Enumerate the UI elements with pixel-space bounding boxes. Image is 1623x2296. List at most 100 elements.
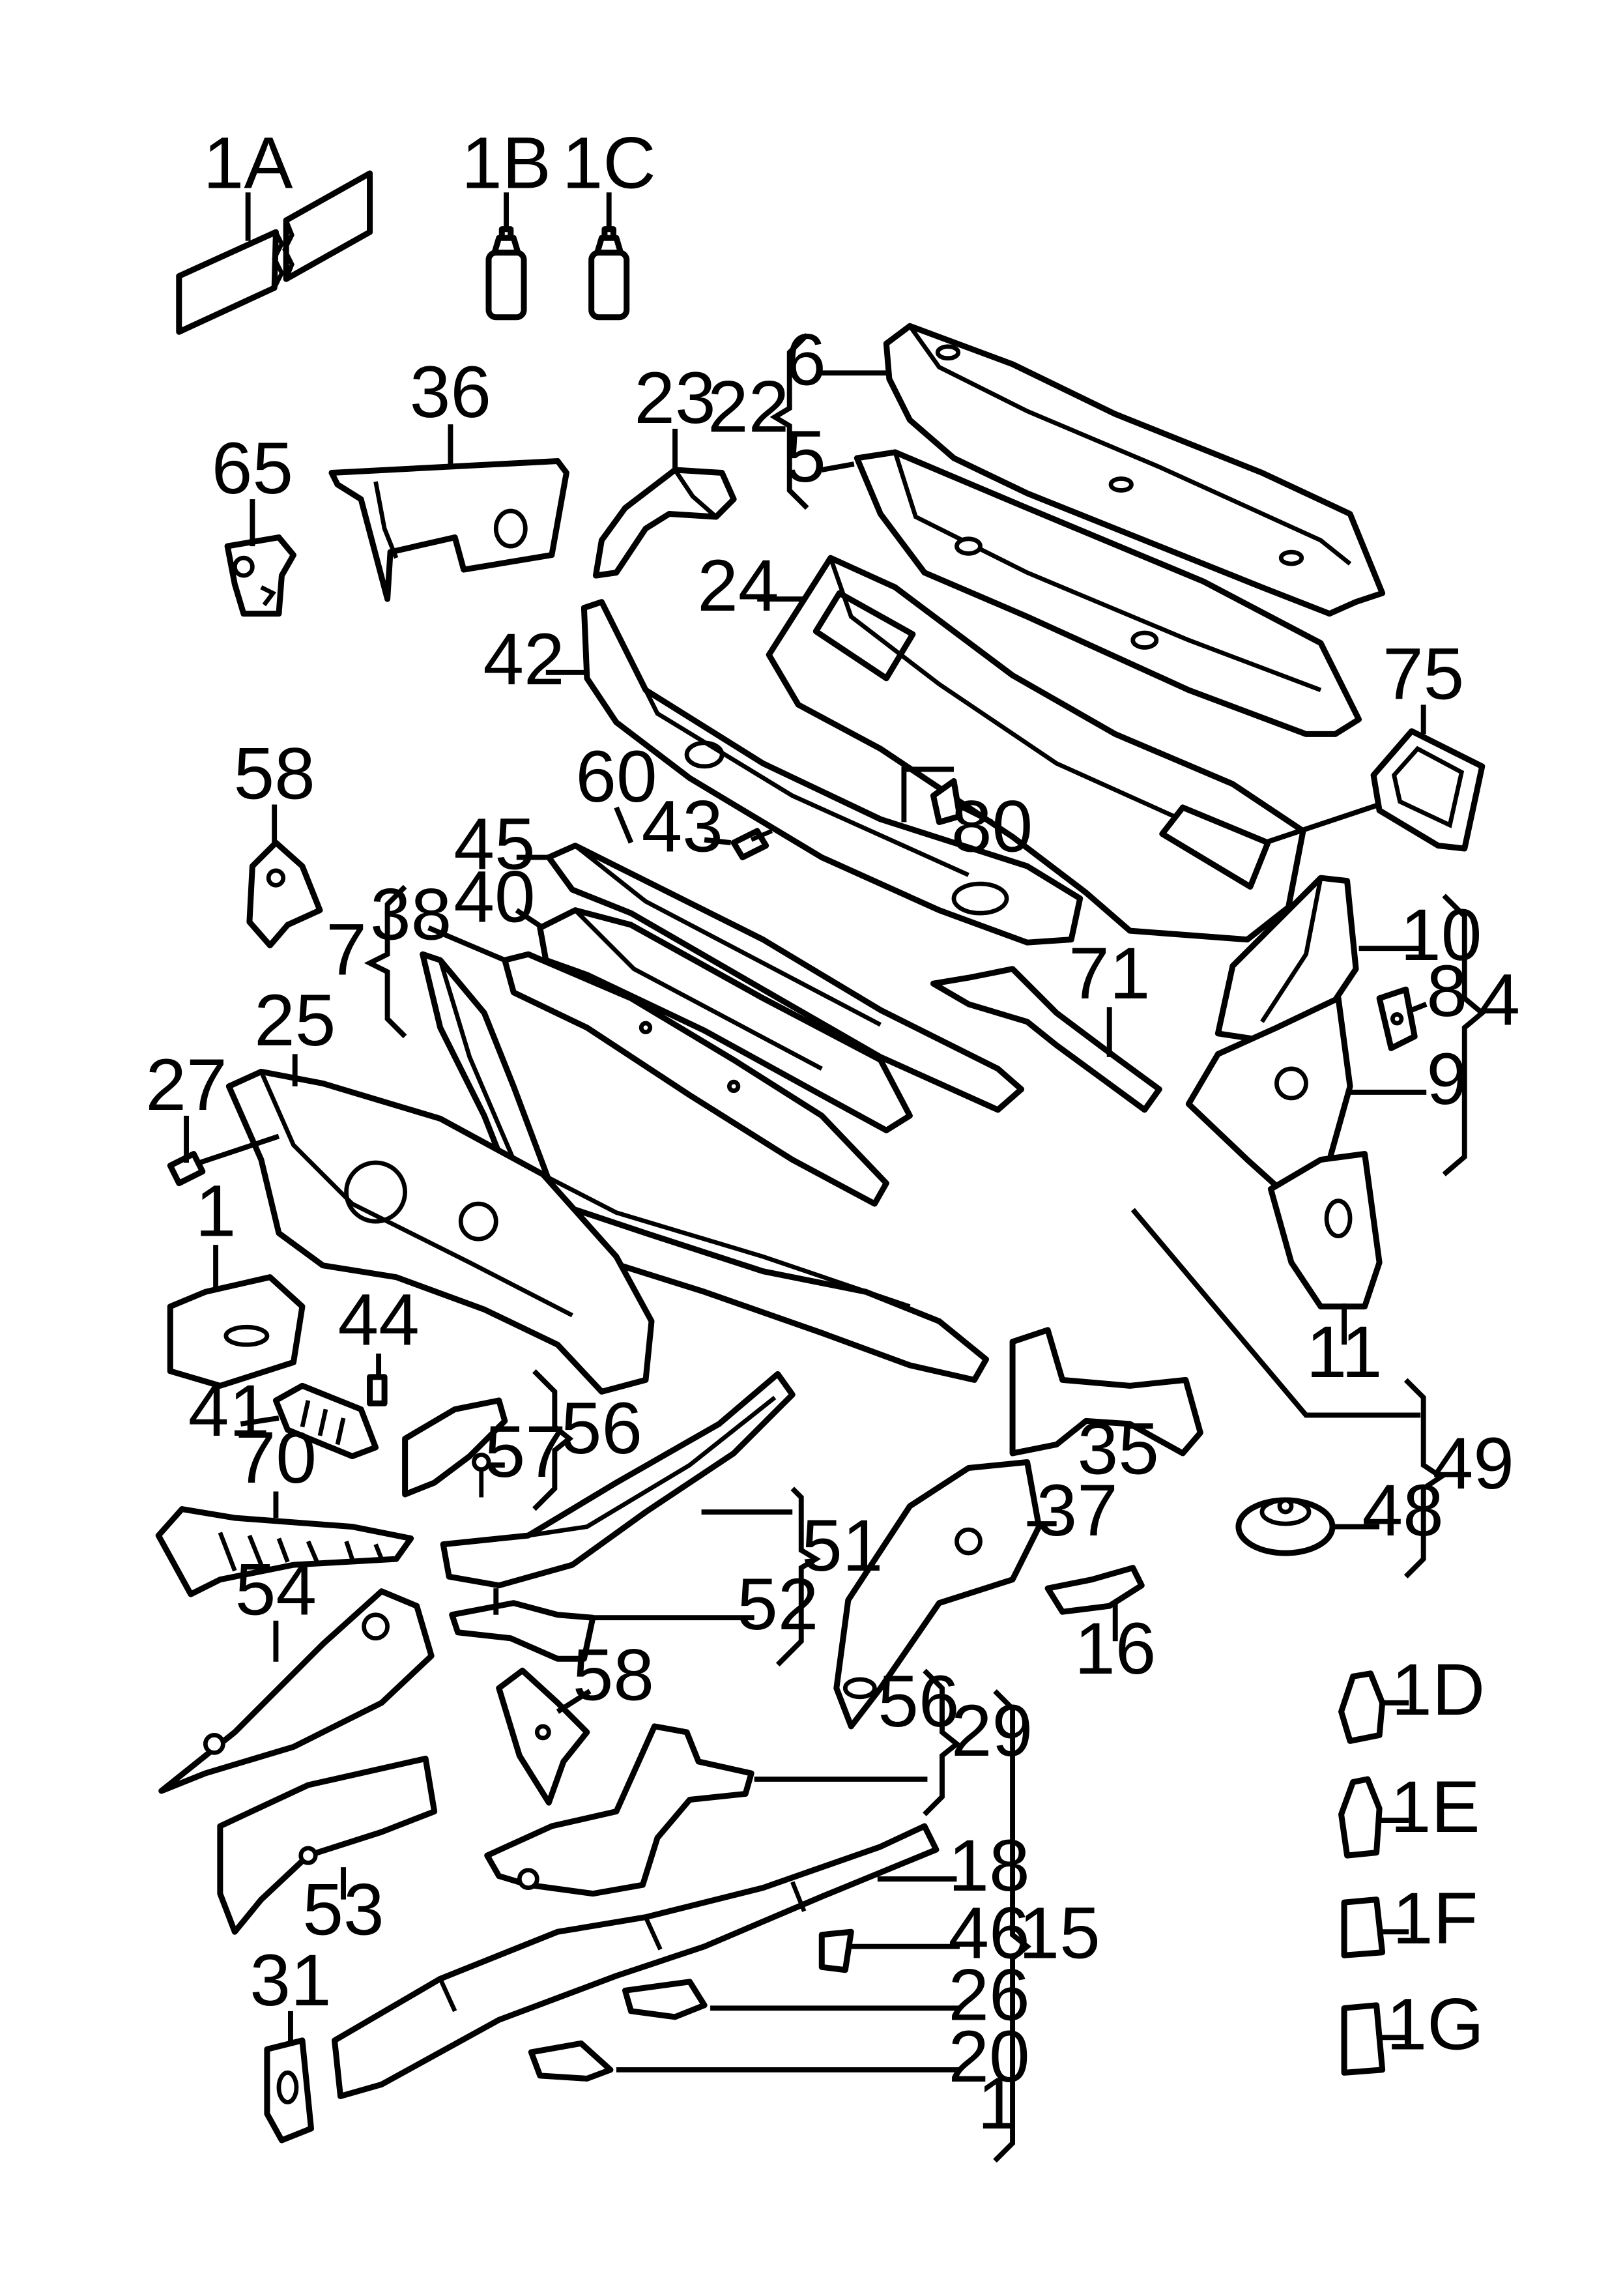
part-40-cross-member	[537, 907, 913, 1133]
callout-48: 48	[1362, 1469, 1444, 1551]
callout-27: 27	[145, 1043, 227, 1126]
callout-56-upper: 56	[561, 1387, 642, 1469]
part-18-sill-rail	[332, 1823, 940, 2099]
part-1a-sealing-tape	[176, 170, 373, 335]
part-65-bracket	[224, 534, 296, 617]
part-48-strut-mount	[1235, 1497, 1336, 1556]
callout-56-lower: 56	[878, 1660, 959, 1742]
callout-42: 42	[483, 618, 564, 700]
part-20-gusset	[528, 2040, 614, 2082]
callout-7: 7	[326, 908, 367, 991]
callout-60: 60	[575, 735, 657, 817]
part-16-clip	[1044, 1565, 1145, 1615]
part-70-mesh-grille	[155, 1506, 414, 1597]
part-37-wheelhouse-panel	[833, 1459, 1042, 1730]
part-1f-cap-nut	[1341, 1896, 1386, 1958]
callout-35: 35	[1078, 1408, 1159, 1490]
part-44-screw	[367, 1374, 388, 1406]
callout-24: 24	[697, 544, 779, 626]
part-23-air-duct	[592, 467, 737, 579]
callout-36: 36	[410, 351, 491, 433]
part-1b-aerosol-can	[485, 226, 527, 321]
part-58-bracket-upper	[246, 839, 323, 949]
callout-labels: 1A 1B 1C 36 23 65 22 6 5 24 42 75 58 60 …	[145, 122, 1520, 2144]
callout-5: 5	[785, 415, 826, 497]
callout-1g: 1G	[1386, 1983, 1484, 2065]
callout-4: 4	[1479, 958, 1520, 1040]
callout-54: 54	[235, 1548, 317, 1631]
part-53-bracket	[217, 1755, 438, 1935]
part-52-bracket	[449, 1600, 596, 1662]
part-58-bracket-lower	[496, 1667, 590, 1806]
part-41-cover	[272, 1382, 379, 1459]
part-1e-expansion-nut	[1338, 1776, 1383, 1859]
callout-80: 80	[951, 785, 1033, 867]
callout-16: 16	[1074, 1607, 1156, 1689]
part-1g-cap-nut	[1341, 2002, 1386, 2076]
callout-40: 40	[453, 856, 535, 938]
callout-45: 45	[453, 803, 535, 885]
callout-38: 38	[370, 873, 452, 955]
callout-25: 25	[254, 979, 336, 1061]
callout-11: 11	[1306, 1311, 1383, 1393]
callout-1: 1	[195, 1170, 237, 1252]
callout-57: 57	[485, 1410, 566, 1492]
callout-1f: 1F	[1392, 1877, 1478, 1959]
callout-9: 9	[1426, 1038, 1467, 1120]
part-51-rail	[440, 1371, 796, 1589]
part-80-clip	[930, 777, 963, 826]
group-braces	[364, 332, 1486, 2163]
callout-75: 75	[1383, 632, 1464, 714]
part-56-bracket-upper	[402, 1397, 508, 1498]
part-54-side-panel	[158, 1588, 435, 1794]
part-71-bracket	[930, 966, 1162, 1113]
part-11-pillar-lower	[1267, 1151, 1383, 1310]
callout-1a: 1A	[203, 122, 293, 204]
part-31-plate	[264, 2037, 314, 2143]
callout-46: 46	[948, 1892, 1029, 1974]
callout-70: 70	[235, 1416, 317, 1498]
part-1-mount-bracket	[167, 1274, 306, 1389]
part-45-cross-member	[545, 843, 1025, 1113]
part-29-channel	[484, 1723, 754, 1897]
part-38-cross-member	[502, 951, 889, 1207]
part-57-rivet	[472, 1452, 491, 1498]
part-25-bulkhead	[225, 1068, 655, 1395]
callout-65: 65	[212, 427, 293, 509]
part-35-support	[1009, 1327, 1203, 1457]
callout-1-lower: 1	[977, 2062, 1018, 2144]
part-36-side-panel	[328, 458, 569, 602]
callout-58-upper: 58	[234, 732, 315, 814]
part-26-gusset	[622, 1979, 708, 2020]
part-1d-expansion-nut	[1338, 1670, 1386, 1744]
part-75-seal-frame	[1370, 728, 1486, 852]
callout-1b: 1B	[461, 122, 551, 204]
callout-1e: 1E	[1390, 1766, 1480, 1848]
part-42-bulkhead-panel	[581, 599, 1084, 946]
part-5-plenum-lower	[854, 449, 1362, 737]
callout-20: 20	[948, 2015, 1029, 2097]
callout-1c: 1C	[562, 122, 656, 204]
callout-44: 44	[338, 1278, 419, 1360]
callout-43: 43	[642, 785, 723, 867]
part-8-plate	[1376, 986, 1418, 1051]
callout-18: 18	[948, 1824, 1029, 1906]
part-43-bolt	[730, 828, 773, 861]
callout-52: 52	[737, 1563, 818, 1645]
callout-31: 31	[250, 1939, 331, 2021]
leader-lines	[184, 192, 1428, 2072]
callout-58-lower: 58	[573, 1633, 654, 1715]
callout-23: 23	[634, 356, 715, 439]
part-46-clip	[818, 1928, 854, 1973]
part-9-pillar-middle	[1185, 995, 1353, 1189]
callout-22: 22	[708, 365, 789, 447]
callout-51: 51	[801, 1504, 883, 1586]
callout-15: 15	[1018, 1892, 1100, 1974]
callout-49: 49	[1433, 1422, 1514, 1504]
callout-41: 41	[188, 1369, 270, 1451]
callout-8: 8	[1426, 950, 1467, 1032]
callout-26: 26	[948, 1953, 1029, 2035]
callout-29: 29	[951, 1689, 1033, 1771]
callout-53: 53	[302, 1868, 384, 1951]
